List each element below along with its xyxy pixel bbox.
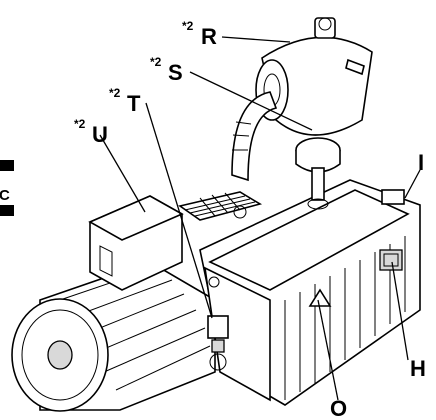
vent-grille <box>178 191 263 221</box>
front-fitting <box>207 276 229 371</box>
callout-U: *2 U <box>74 117 108 147</box>
callout-S-letter: S <box>168 60 183 85</box>
callout-I-letter: I <box>418 150 424 175</box>
callout-R-letter: R <box>201 24 217 49</box>
gas-ballast-valve <box>295 137 341 210</box>
callout-R: *2 R <box>182 19 217 49</box>
callout-U-letter: U <box>92 122 108 147</box>
callout-S-prefix: *2 <box>150 55 162 69</box>
leader-lines <box>99 36 421 401</box>
side-tab: C <box>0 160 14 216</box>
motor <box>11 195 216 412</box>
callout-R-prefix: *2 <box>182 19 194 33</box>
callout-S: *2 S <box>150 55 183 85</box>
callout-U-prefix: *2 <box>74 117 86 131</box>
pump-housing <box>199 179 421 406</box>
callout-H-letter: H <box>410 356 426 381</box>
callout-O-letter: O <box>330 396 347 420</box>
callout-T-prefix: *2 <box>109 86 121 100</box>
callout-H: H <box>410 356 426 381</box>
callout-I: I <box>418 150 424 175</box>
callout-O: O <box>330 396 347 420</box>
exhaust-filter <box>255 17 373 136</box>
callout-T: *2 T <box>109 86 141 116</box>
side-tab-letter: C <box>0 187 10 204</box>
callout-T-letter: T <box>127 91 141 116</box>
hose <box>231 91 278 182</box>
